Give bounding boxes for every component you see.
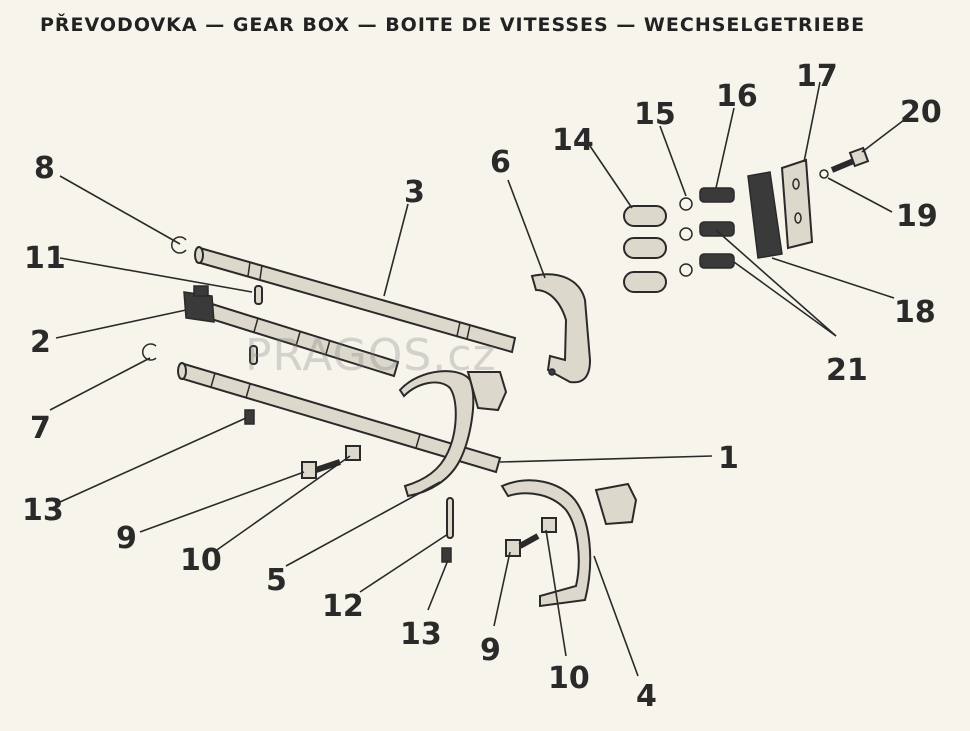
shaft-part-1: [177, 362, 502, 474]
shaft-part-2: [183, 285, 400, 378]
pin-part-12: [446, 497, 454, 539]
label-11: 11: [24, 241, 66, 276]
label-15: 15: [634, 97, 676, 132]
shift-fork-part-5: [398, 370, 508, 498]
shift-fork-part-4: [500, 479, 638, 608]
label-16: 16: [716, 79, 758, 114]
watermark: PRAGOS.cz: [245, 330, 497, 381]
label-19: 19: [896, 199, 938, 234]
diagram-title: PŘEVODOVKA — GEAR BOX — BOITE DE VITESSE…: [40, 14, 866, 36]
lock-plate-part-10b: [541, 517, 557, 533]
label-12: 12: [322, 589, 364, 624]
label-18: 18: [894, 295, 936, 330]
pins-part-14: [623, 205, 667, 293]
springs-part-16: [699, 187, 735, 269]
gasket-part-18: [747, 171, 783, 259]
circlip-part-8: [171, 236, 187, 254]
label-20: 20: [900, 95, 942, 130]
bolt-part-9b: [505, 533, 540, 557]
cover-plate-part-17: [780, 158, 814, 250]
shaft-part-3: [194, 246, 517, 354]
label-10a: 10: [180, 543, 222, 578]
label-17: 17: [796, 59, 838, 94]
label-7: 7: [30, 411, 51, 446]
rings-part-15: [679, 197, 693, 277]
leader-lines: [49, 81, 905, 677]
label-10b: 10: [548, 661, 590, 696]
label-13a: 13: [22, 493, 64, 528]
pin-part-11: [254, 285, 263, 305]
circlip-part-7: [141, 343, 157, 361]
grub-screw-part-13b: [441, 547, 452, 563]
label-8: 8: [34, 151, 55, 186]
shift-fork-part-6: [530, 273, 592, 384]
label-4: 4: [636, 679, 657, 714]
label-14: 14: [552, 123, 594, 158]
grub-screw-part-13a: [244, 409, 255, 425]
label-3: 3: [404, 175, 425, 210]
label-1: 1: [718, 441, 739, 476]
label-9b: 9: [480, 633, 501, 668]
pin-small: [249, 345, 258, 365]
bolt-part-9a: [301, 459, 341, 479]
bolt-part-20: [830, 146, 870, 173]
label-5: 5: [266, 563, 287, 598]
washer-part-19: [819, 169, 829, 179]
label-9a: 9: [116, 521, 137, 556]
label-6: 6: [490, 145, 511, 180]
label-13b: 13: [400, 617, 442, 652]
label-2: 2: [30, 325, 51, 360]
label-21: 21: [826, 353, 868, 388]
